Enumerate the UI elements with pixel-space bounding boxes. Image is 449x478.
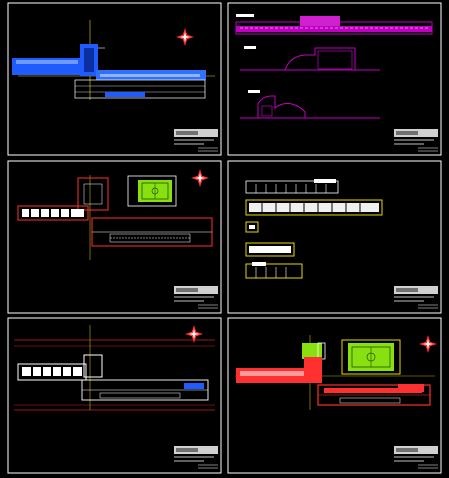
sheet-6-plan-drawing xyxy=(235,335,435,410)
sheet-5-floor-plan[interactable] xyxy=(7,317,222,474)
sheet-3-floor-plan[interactable] xyxy=(7,160,222,314)
sheet-2-elevations[interactable] xyxy=(227,2,442,156)
sheet-2-elevation-drawing xyxy=(235,14,433,119)
sheet-6-frame xyxy=(227,317,442,474)
sheet-6-overlay-plan[interactable] xyxy=(227,317,442,474)
sheet-5-plan-drawing xyxy=(14,325,215,411)
sheet-4-frame xyxy=(227,160,442,314)
sheet-5-frame xyxy=(7,317,222,474)
sheet-3-plan-drawing xyxy=(17,175,213,260)
sheet-2-frame xyxy=(227,2,442,156)
sheet-1-plan-drawing xyxy=(12,20,215,100)
sheet-3-frame xyxy=(7,160,222,314)
sheet-1-frame xyxy=(7,2,222,156)
sheet-4-detail-drawing xyxy=(245,179,383,279)
sheet-4-details[interactable] xyxy=(227,160,442,314)
sheet-1-site-plan[interactable] xyxy=(7,2,222,156)
